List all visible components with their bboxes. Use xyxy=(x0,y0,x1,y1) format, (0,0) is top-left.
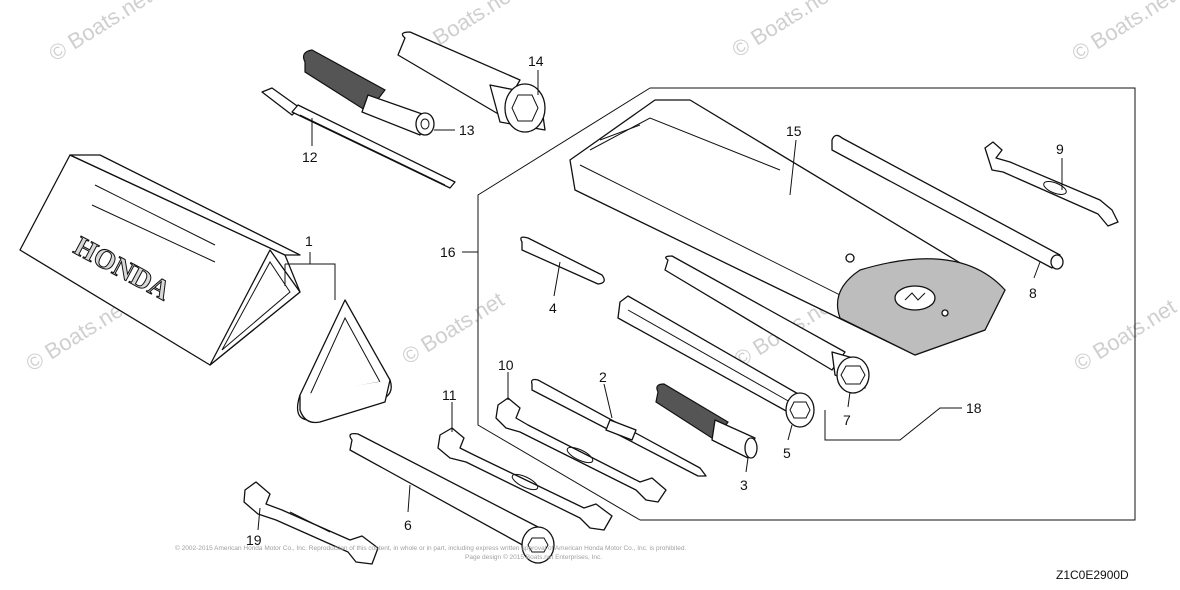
part-19-illustration xyxy=(243,481,379,565)
kit-frame xyxy=(477,87,1136,521)
part-10-illustration xyxy=(495,397,667,503)
callout-1: 1 xyxy=(305,233,313,249)
callout-18: 18 xyxy=(966,400,982,416)
callout-10: 10 xyxy=(498,357,514,373)
callout-13: 13 xyxy=(459,122,475,138)
part-4-illustration xyxy=(520,236,605,285)
callout-4: 4 xyxy=(549,300,557,316)
part-5-illustration xyxy=(617,295,815,428)
callouts: 1 2 3 4 5 6 7 8 9 10 11 12 13 xyxy=(246,53,1064,548)
diagram-code: Z1C0E2900D xyxy=(1056,568,1129,582)
part-3-illustration xyxy=(655,383,758,459)
callout-7: 7 xyxy=(843,412,851,428)
callout-15: 15 xyxy=(786,123,802,139)
callout-9: 9 xyxy=(1056,141,1064,157)
callout-19: 19 xyxy=(246,532,262,548)
copyright-line-2: Page design © 2015 Boats.net Enterprises… xyxy=(465,553,602,561)
part-15-illustration xyxy=(569,99,1006,356)
callout-8: 8 xyxy=(1029,285,1037,301)
part-12-illustration xyxy=(261,87,456,189)
callout-3: 3 xyxy=(740,477,748,493)
callout-6: 6 xyxy=(404,517,412,533)
watermark: © Boats.net xyxy=(44,0,155,66)
watermark: © Boats.net xyxy=(1067,0,1178,66)
callout-2: 2 xyxy=(599,369,607,385)
part-6-illustration xyxy=(349,432,555,564)
copyright-line-1: © 2002-2015 American Honda Motor Co., In… xyxy=(175,544,687,552)
case-end-cap-illustration xyxy=(296,299,392,424)
callout-12: 12 xyxy=(302,149,318,165)
part-9-illustration xyxy=(984,141,1119,227)
watermark: © Boats.net xyxy=(1069,294,1180,376)
callout-5: 5 xyxy=(783,445,791,461)
part-8-illustration xyxy=(831,134,1064,270)
callout-16: 16 xyxy=(440,244,456,260)
part-2-illustration xyxy=(530,378,707,477)
callout-11: 11 xyxy=(442,387,457,403)
part-14-illustration xyxy=(397,31,546,133)
callout-14: 14 xyxy=(528,53,544,69)
part-13-illustration xyxy=(302,49,435,136)
watermark: © Boats.net xyxy=(727,0,838,62)
watermark: © Boats.net xyxy=(397,287,508,369)
part-7-illustration xyxy=(664,255,870,394)
part-11-illustration xyxy=(437,427,613,531)
